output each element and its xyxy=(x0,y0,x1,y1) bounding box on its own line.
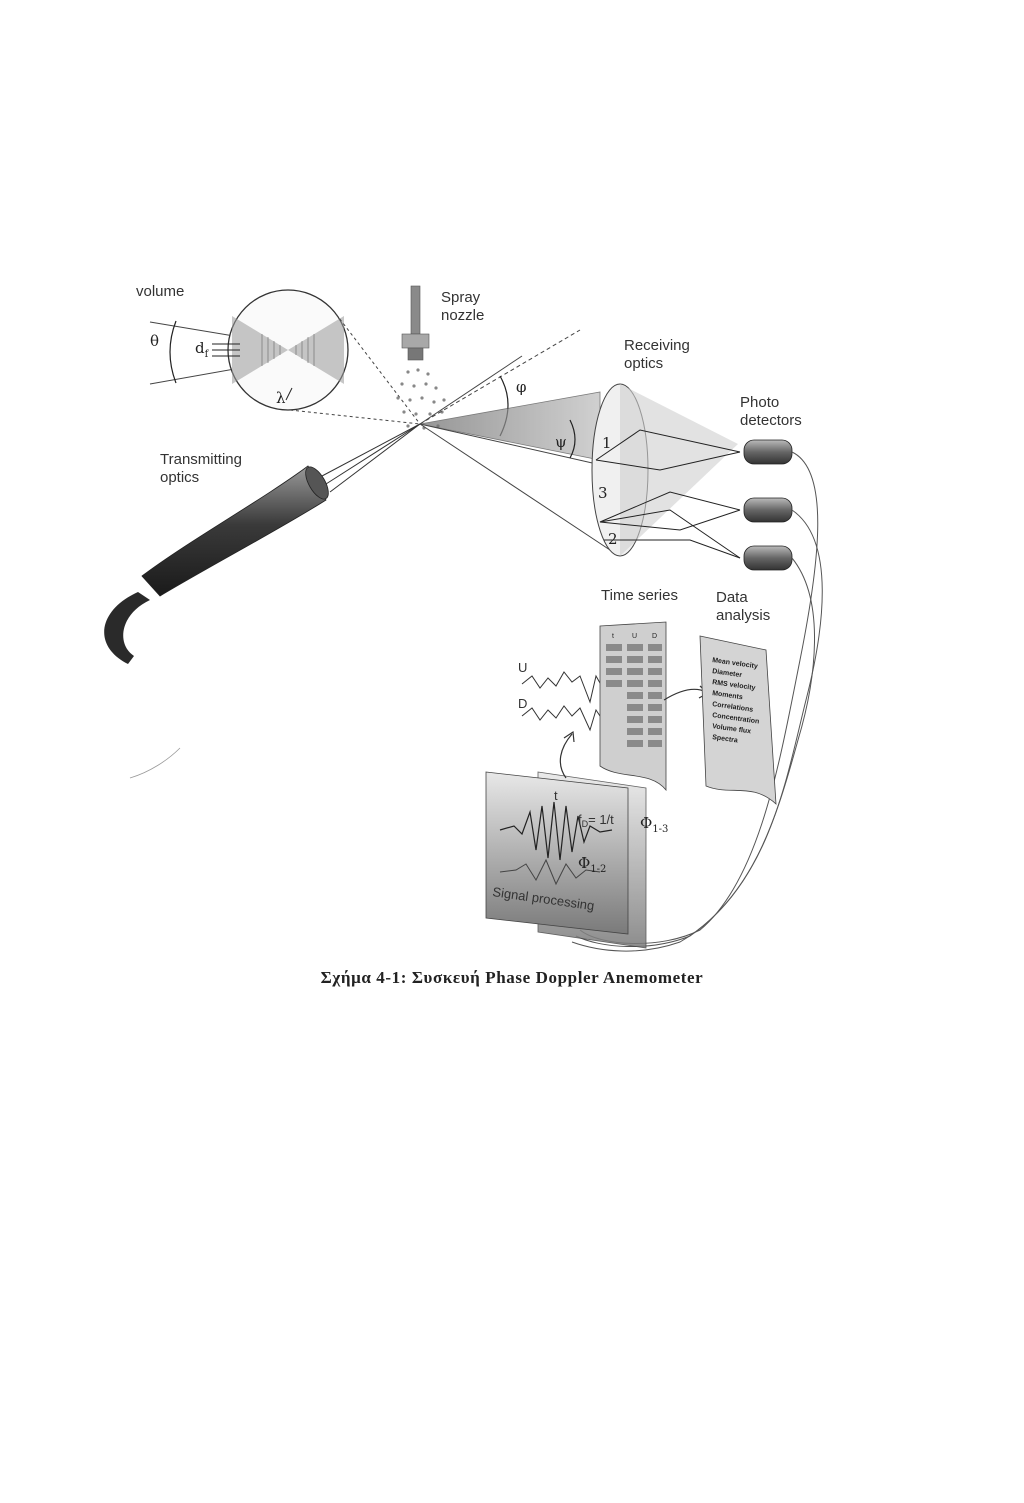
time-series-panel: Time series U D t U D xyxy=(504,587,710,792)
phase-trace xyxy=(499,858,601,886)
volume-label: volume xyxy=(136,283,184,300)
to-analysis-arrow xyxy=(663,688,707,701)
u-series-label: U xyxy=(518,660,527,675)
receiving-label-line2: optics xyxy=(624,355,663,372)
photo-detectors: Photo detectors xyxy=(740,394,802,571)
svg-text:U: U xyxy=(632,633,637,640)
phase-13-symbol: Φ1-3 xyxy=(640,814,668,835)
aperture-1-label: 1 xyxy=(602,434,612,452)
wavelength-symbol: λ xyxy=(276,389,286,407)
transmitting-label-line1: Transmitting xyxy=(160,451,242,468)
doppler-frequency-formula: fD= 1/t xyxy=(578,812,614,829)
transmitting-label-line2: optics xyxy=(160,469,199,486)
d-series-label: D xyxy=(518,696,527,711)
psi-angle-symbol: ψ xyxy=(555,433,567,451)
spray-label-line1: Spray xyxy=(441,289,481,306)
figure-caption: Σχήμα 4-1: Συσκευή Phase Doppler Anemome… xyxy=(320,968,704,987)
spray-label-line2: nozzle xyxy=(441,307,484,324)
detectors-label-line2: detectors xyxy=(740,412,802,429)
photo-detector-3 xyxy=(743,545,793,571)
detectors-label-line1: Photo xyxy=(740,394,779,411)
photo-detector-2 xyxy=(743,497,793,523)
doppler-burst-trace xyxy=(499,801,613,861)
to-timeseries-arrow xyxy=(559,733,573,779)
analysis-item: Diameter xyxy=(712,668,743,679)
svg-text:t: t xyxy=(612,633,614,640)
analysis-item: Spectra xyxy=(712,734,739,745)
data-analysis-label-line1: Data xyxy=(716,589,748,606)
signal-processing-panel: t fD= 1/t Φ1-2 Φ1-3 Signal processing xyxy=(485,730,668,949)
phi-angle-symbol: φ xyxy=(516,378,527,396)
svg-text:D: D xyxy=(652,633,657,640)
probe-fiber-tail xyxy=(129,747,181,779)
analysis-item: Moments xyxy=(712,690,744,701)
theta-symbol: θ xyxy=(150,332,159,350)
spray-nozzle: Spray nozzle xyxy=(396,285,484,430)
aperture-2-label: 2 xyxy=(608,530,618,548)
fringe-spacing-symbol: df xyxy=(195,339,210,360)
measurement-volume-detail: volume θ df λ xyxy=(136,283,421,425)
receiving-label-line1: Receiving xyxy=(624,337,690,354)
pda-diagram: volume θ df λ Sp xyxy=(104,283,823,952)
data-analysis-label-line2: analysis xyxy=(716,607,770,624)
time-series-label: Time series xyxy=(601,587,678,604)
photo-detector-1 xyxy=(743,439,793,465)
receiving-optics: ψ 1 3 2 Receiving optics xyxy=(419,337,741,559)
u-series-trace xyxy=(521,671,613,704)
phase-12-symbol: Φ1-2 xyxy=(578,854,606,875)
d-series-trace xyxy=(521,705,613,732)
transmitting-optics-probe: Transmitting optics xyxy=(104,423,421,664)
period-symbol: t xyxy=(554,788,558,803)
signal-panel-front xyxy=(485,771,629,935)
aperture-3-label: 3 xyxy=(598,484,608,502)
time-series-table: t U D xyxy=(599,621,667,792)
